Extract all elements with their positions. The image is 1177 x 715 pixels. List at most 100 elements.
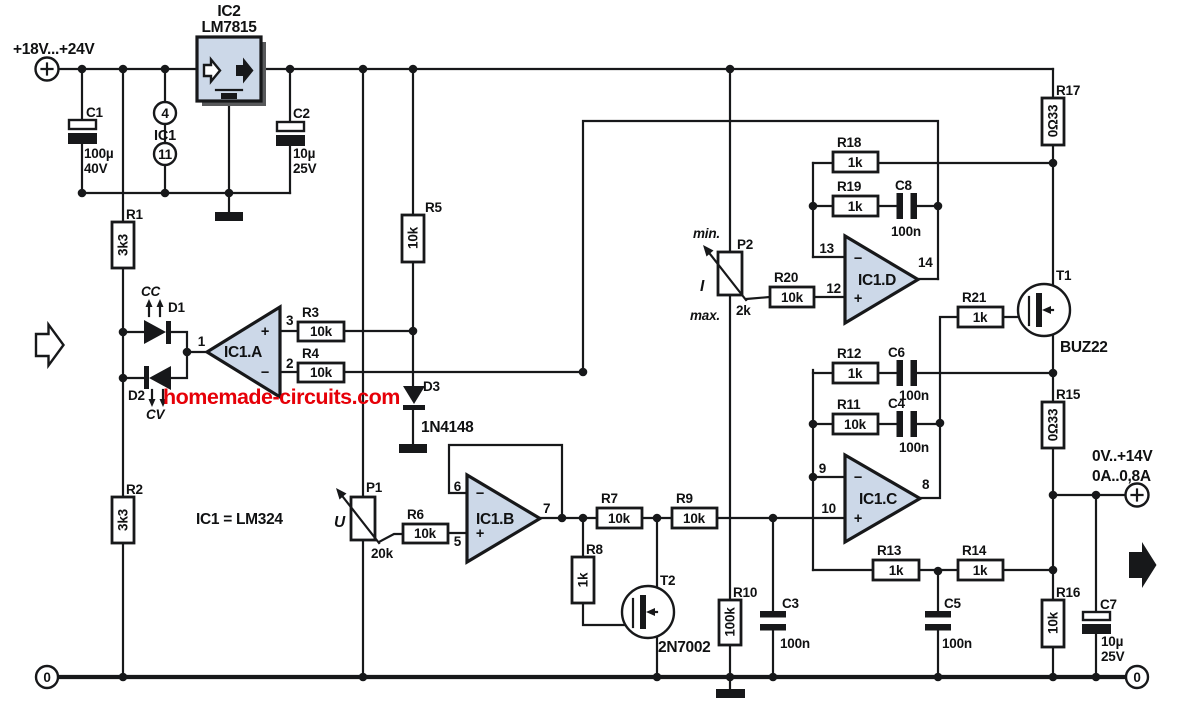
plus-icon — [1130, 488, 1144, 502]
ic1b-pin-inv: 6 — [454, 479, 462, 494]
r16-value: 10k — [1046, 611, 1061, 634]
c6-value: 100n — [899, 388, 929, 403]
capacitor-c1: C1 100µ 40V — [67, 105, 114, 176]
ic2-output-arrow-icon — [236, 57, 254, 84]
capacitor-c3: C3 100n — [760, 596, 810, 651]
ic1c-pin-inv: 9 — [819, 461, 826, 476]
zero-label: 0 — [43, 670, 50, 685]
r18-ref: R18 — [837, 135, 862, 150]
resistor-r21: R21 1k — [956, 290, 1005, 329]
p1-value: 20k — [371, 546, 394, 561]
d1-ref: D1 — [168, 300, 186, 315]
cv-mode-label: CV — [146, 407, 166, 422]
c2-value: 10µ — [293, 146, 315, 161]
minus-input-icon: − — [261, 365, 269, 381]
r4-value: 10k — [310, 365, 333, 380]
r2-value: 3k3 — [116, 508, 131, 531]
r20-value: 10k — [781, 290, 804, 305]
opamp-ic1b: − + IC1.B 6 5 7 — [454, 472, 551, 565]
output-voltage-label: 0V..+14V — [1092, 448, 1153, 465]
r4-ref: R4 — [302, 346, 320, 361]
ic1-supply-pins: 4 IC1 11 — [152, 100, 178, 167]
resistor-r11: R11 10k — [831, 397, 880, 436]
r3-value: 10k — [310, 324, 333, 339]
r11-value: 10k — [844, 417, 867, 432]
r12-ref: R12 — [837, 346, 861, 361]
r7-ref: R7 — [601, 491, 618, 506]
r17-ref: R17 — [1056, 83, 1080, 98]
ic1d-label: IC1.D — [858, 272, 896, 289]
r11-ref: R11 — [837, 397, 861, 412]
r7-value: 10k — [608, 511, 631, 526]
output-arrow-icon — [1129, 542, 1157, 588]
r15-ref: R15 — [1056, 387, 1081, 402]
ic1a-pin-noninv: 3 — [286, 313, 294, 328]
ic1a-pin-out: 1 — [198, 334, 206, 349]
c1-ref: C1 — [86, 105, 104, 120]
plus-input-icon: + — [261, 324, 269, 340]
r8-ref: R8 — [586, 542, 604, 557]
diode-d2: D2 CV — [128, 366, 171, 422]
input-arrow-icon — [34, 320, 65, 370]
c4-ref: C4 — [888, 396, 906, 411]
t2-ref: T2 — [660, 573, 675, 588]
minus-input-icon: − — [476, 486, 484, 502]
capacitor-c5: C5 100n — [925, 596, 972, 651]
t2-arrow-icon — [646, 608, 655, 616]
plus-icon — [40, 62, 54, 76]
r21-value: 1k — [973, 310, 988, 325]
r5-ref: R5 — [425, 200, 443, 215]
ground-terminal-right: 0 — [1124, 664, 1150, 690]
c5-ref: C5 — [944, 596, 962, 611]
c1-value: 100µ — [84, 146, 114, 161]
r9-value: 10k — [683, 511, 706, 526]
ic1b-label: IC1.B — [476, 511, 514, 528]
c2-voltage: 25V — [293, 161, 317, 176]
ic1-pin4: 4 — [161, 106, 169, 121]
minus-input-icon: − — [854, 251, 862, 267]
capacitor-c8: C8 100n — [891, 178, 921, 239]
c8-ref: C8 — [895, 178, 913, 193]
t1-part: BUZ22 — [1060, 339, 1108, 356]
resistor-r14: R14 1k — [956, 543, 1005, 582]
p1-wiper-arrow-icon — [336, 488, 347, 500]
c1-voltage: 40V — [84, 161, 108, 176]
cc-arrow-icon — [145, 299, 153, 307]
r6-ref: R6 — [407, 507, 425, 522]
c4-value: 100n — [899, 440, 929, 455]
output-plus-terminal — [1124, 482, 1150, 508]
p1-function-label: U — [334, 514, 346, 531]
r14-value: 1k — [973, 563, 988, 578]
c3-ref: C3 — [782, 596, 800, 611]
t1-arrow-icon — [1042, 306, 1051, 314]
wires — [55, 67, 1129, 691]
resistor-r20: R20 10k — [768, 270, 816, 309]
p2-wiper-arrow-icon — [703, 245, 714, 257]
r1-value: 3k3 — [116, 233, 131, 256]
r8-value: 1k — [576, 572, 591, 587]
r21-ref: R21 — [962, 290, 987, 305]
diode-d1: CC D1 — [141, 284, 186, 344]
ground-icon — [716, 689, 745, 698]
resistor-r6: R6 10k — [401, 507, 450, 545]
capacitor-c6: C6 100n — [888, 345, 929, 403]
r2-ref: R2 — [126, 482, 143, 497]
resistor-r9: R9 10k — [670, 491, 719, 530]
ground-terminal-left: 0 — [34, 664, 60, 690]
potentiometer-p1: P1 U 20k — [334, 480, 394, 561]
mosfet-t1: T1 BUZ22 — [1016, 268, 1108, 356]
c3-value: 100n — [780, 636, 810, 651]
ic1c-label: IC1.C — [859, 491, 897, 508]
plus-input-icon: + — [854, 291, 862, 307]
t2-part: 2N7002 — [658, 639, 711, 656]
d3-ref: D3 — [423, 379, 441, 394]
diode-d3: D3 1N4148 — [403, 379, 474, 436]
plus-input-icon: + — [854, 511, 862, 527]
resistor-r17: R17 0Ω33 — [1040, 83, 1080, 147]
r3-ref: R3 — [302, 305, 320, 320]
c7-value: 10µ — [1101, 634, 1123, 649]
ic2-input-arrow-icon — [202, 56, 222, 85]
zero-label: 0 — [1133, 670, 1140, 685]
c7-voltage: 25V — [1101, 649, 1125, 664]
